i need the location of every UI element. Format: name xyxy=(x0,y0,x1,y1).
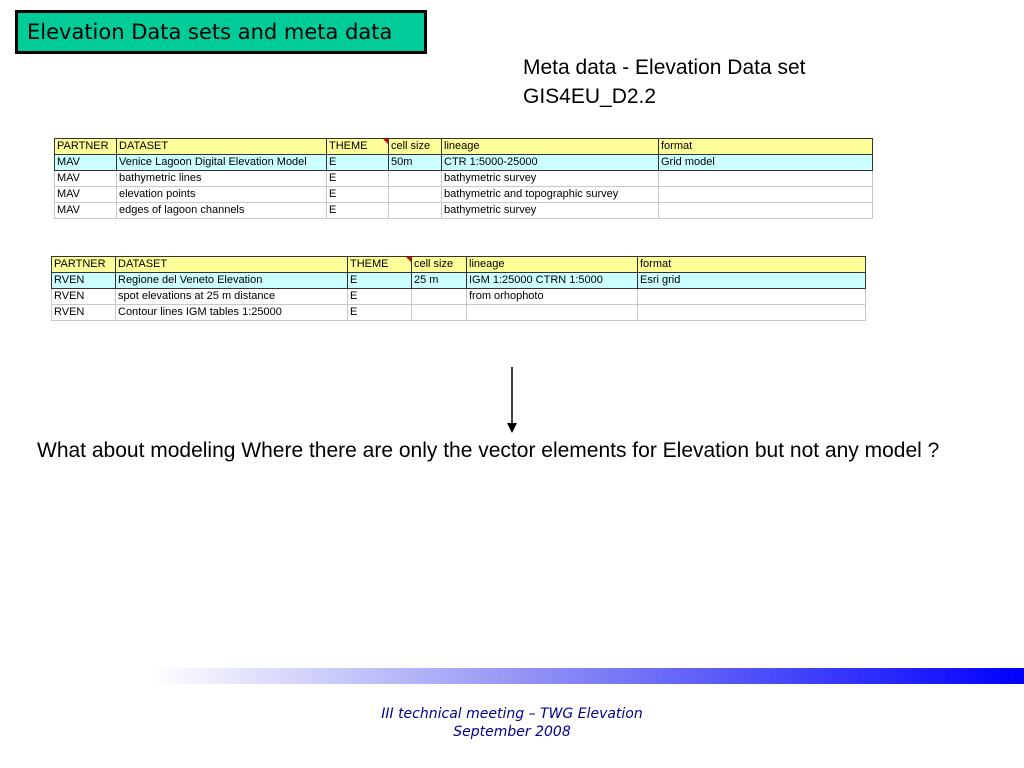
table-header-row: PARTNER DATASET THEME cell size lineage … xyxy=(54,138,873,155)
table-cell: E xyxy=(347,288,412,305)
meta-data-heading-line1: Meta data - Elevation Data set xyxy=(523,56,806,79)
header-cell: format xyxy=(637,256,866,273)
table-cell: Esri grid xyxy=(637,272,866,289)
header-cell: cell size xyxy=(411,256,467,273)
meta-data-heading-line2: GIS4EU_D2.2 xyxy=(523,85,657,108)
table-cell: MAV xyxy=(54,154,117,171)
table-cell xyxy=(411,304,467,321)
table-cell: bathymetric survey xyxy=(441,202,659,219)
table-cell: Contour lines IGM tables 1:25000 xyxy=(115,304,348,321)
table-cell: 50m xyxy=(388,154,442,171)
table-cell xyxy=(388,202,442,219)
footer-line1: III technical meeting – TWG Elevation xyxy=(381,706,643,722)
table-cell: RVEN xyxy=(51,272,116,289)
table-cell: MAV xyxy=(54,186,117,203)
table-cell xyxy=(637,304,866,321)
meta-data-heading: Meta data - Elevation Data set GIS4EU_D2… xyxy=(523,53,806,111)
table-cell xyxy=(411,288,467,305)
table-cell: Venice Lagoon Digital Elevation Model xyxy=(116,154,327,171)
table-cell: E xyxy=(347,272,412,289)
table-cell: 25 m xyxy=(411,272,467,289)
table-cell: RVEN xyxy=(51,304,116,321)
question-text: What about modeling Where there are only… xyxy=(37,439,940,462)
table-cell xyxy=(388,186,442,203)
table-cell xyxy=(637,288,866,305)
header-cell: THEME xyxy=(326,138,389,155)
table-cell: bathymetric survey xyxy=(441,170,659,187)
table-row: MAV Venice Lagoon Digital Elevation Mode… xyxy=(54,154,873,171)
slide-title: Elevation Data sets and meta data xyxy=(15,10,427,54)
table-cell: IGM 1:25000 CTRN 1:5000 xyxy=(466,272,638,289)
table-cell xyxy=(388,170,442,187)
table-cell: E xyxy=(326,202,389,219)
header-cell: lineage xyxy=(466,256,638,273)
table-cell: MAV xyxy=(54,170,117,187)
table-cell: from orhophoto xyxy=(466,288,638,305)
table-cell xyxy=(658,186,873,203)
header-cell: THEME xyxy=(347,256,412,273)
header-cell: PARTNER xyxy=(51,256,116,273)
table-row: RVEN Regione del Veneto Elevation E 25 m… xyxy=(51,272,866,289)
table-header-row: PARTNER DATASET THEME cell size lineage … xyxy=(51,256,866,273)
table-row: RVEN Contour lines IGM tables 1:25000 E xyxy=(51,304,866,321)
table-cell: elevation points xyxy=(116,186,327,203)
table-cell: E xyxy=(326,186,389,203)
header-cell: DATASET xyxy=(115,256,348,273)
footer-line2: September 2008 xyxy=(453,724,571,740)
table-cell: spot elevations at 25 m distance xyxy=(115,288,348,305)
table-row: MAV elevation points E bathymetric and t… xyxy=(54,186,873,203)
header-cell: DATASET xyxy=(116,138,327,155)
table-cell: edges of lagoon channels xyxy=(116,202,327,219)
rven-dataset-table: PARTNER DATASET THEME cell size lineage … xyxy=(51,256,866,321)
table-row: MAV edges of lagoon channels E bathymetr… xyxy=(54,202,873,219)
table-cell xyxy=(658,202,873,219)
table-cell: E xyxy=(347,304,412,321)
header-cell: format xyxy=(658,138,873,155)
table-cell xyxy=(466,304,638,321)
table-cell: CTR 1:5000-25000 xyxy=(441,154,659,171)
table-row: RVEN spot elevations at 25 m distance E … xyxy=(51,288,866,305)
table-cell: bathymetric lines xyxy=(116,170,327,187)
table-cell xyxy=(658,170,873,187)
decorative-gradient-bar xyxy=(150,668,1024,684)
table-cell: MAV xyxy=(54,202,117,219)
table-cell: E xyxy=(326,154,389,171)
table-cell: Grid model xyxy=(658,154,873,171)
header-cell: cell size xyxy=(388,138,442,155)
header-cell: PARTNER xyxy=(54,138,117,155)
table-cell: RVEN xyxy=(51,288,116,305)
mav-dataset-table: PARTNER DATASET THEME cell size lineage … xyxy=(54,138,873,219)
header-cell: lineage xyxy=(441,138,659,155)
table-cell: bathymetric and topographic survey xyxy=(441,186,659,203)
table-row: MAV bathymetric lines E bathymetric surv… xyxy=(54,170,873,187)
table-cell: Regione del Veneto Elevation xyxy=(115,272,348,289)
footer: III technical meeting – TWG Elevation Se… xyxy=(0,705,1024,741)
table-cell: E xyxy=(326,170,389,187)
down-arrow-icon xyxy=(507,367,517,433)
